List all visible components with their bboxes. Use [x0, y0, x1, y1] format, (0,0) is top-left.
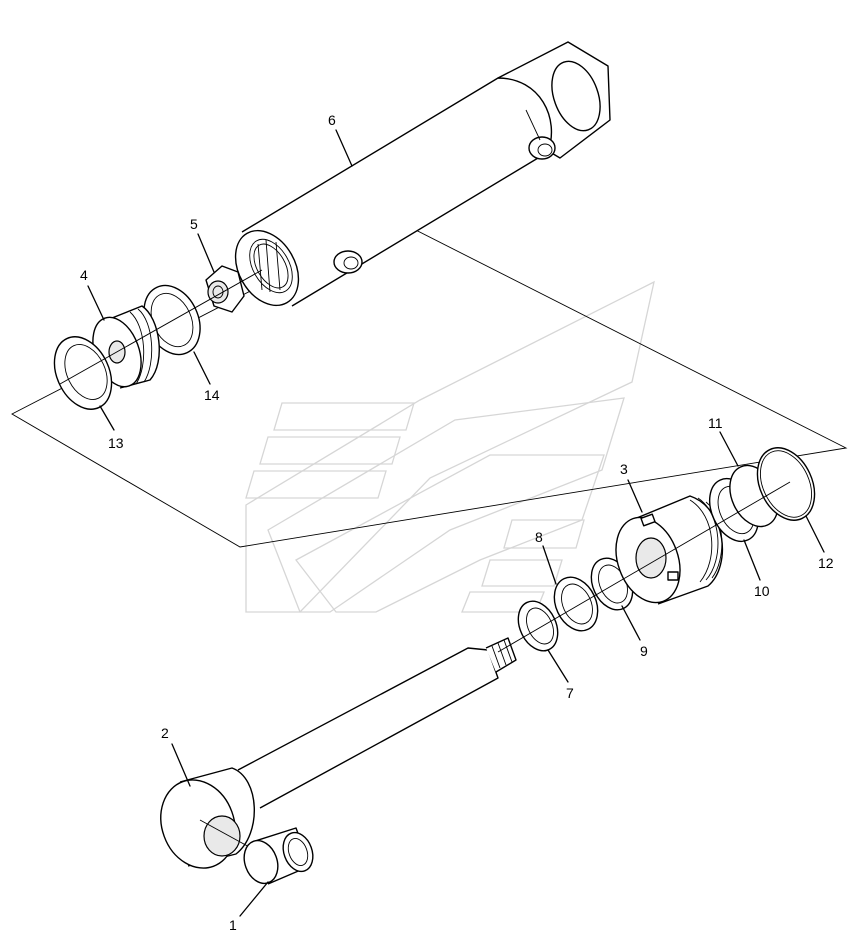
callout-7: 7 — [566, 685, 574, 701]
cylinder-head — [615, 495, 724, 605]
leader-7 — [547, 649, 569, 683]
callout-5: 5 — [190, 216, 198, 232]
callout-1: 1 — [229, 917, 237, 933]
piston-nut — [205, 265, 245, 313]
leader-8 — [542, 545, 557, 585]
watermark-logo — [245, 280, 655, 613]
leader-3 — [627, 479, 643, 513]
callout-2: 2 — [161, 725, 169, 741]
callout-10: 10 — [754, 583, 770, 599]
callout-9: 9 — [640, 643, 648, 659]
callout-13: 13 — [108, 435, 124, 451]
leader-6 — [335, 129, 353, 167]
leader-10 — [743, 539, 761, 581]
lower-axis-line — [497, 481, 791, 653]
piston-rod — [160, 637, 517, 869]
callout-12: 12 — [818, 555, 834, 571]
leader-lines — [87, 129, 825, 917]
callout-labels: 1 2 3 4 5 6 7 8 9 10 11 12 13 14 — [80, 112, 834, 933]
callout-8: 8 — [535, 529, 543, 545]
leader-1 — [239, 881, 269, 917]
leader-5 — [197, 233, 215, 273]
leader-13 — [99, 405, 115, 431]
leader-9 — [621, 605, 641, 641]
leader-12 — [805, 515, 825, 553]
leader-14 — [193, 351, 211, 385]
leader-4 — [87, 285, 105, 321]
callout-3: 3 — [620, 461, 628, 477]
cylinder-barrel — [234, 41, 611, 307]
callout-6: 6 — [328, 112, 336, 128]
piston-guide-ring — [53, 336, 113, 410]
callout-4: 4 — [80, 267, 88, 283]
leader-11 — [719, 431, 739, 467]
callout-11: 11 — [708, 415, 723, 431]
callout-14: 14 — [204, 387, 220, 403]
upper-axis-line — [59, 269, 263, 385]
rod-eye-bushing — [243, 827, 314, 885]
leader-2 — [171, 743, 191, 787]
